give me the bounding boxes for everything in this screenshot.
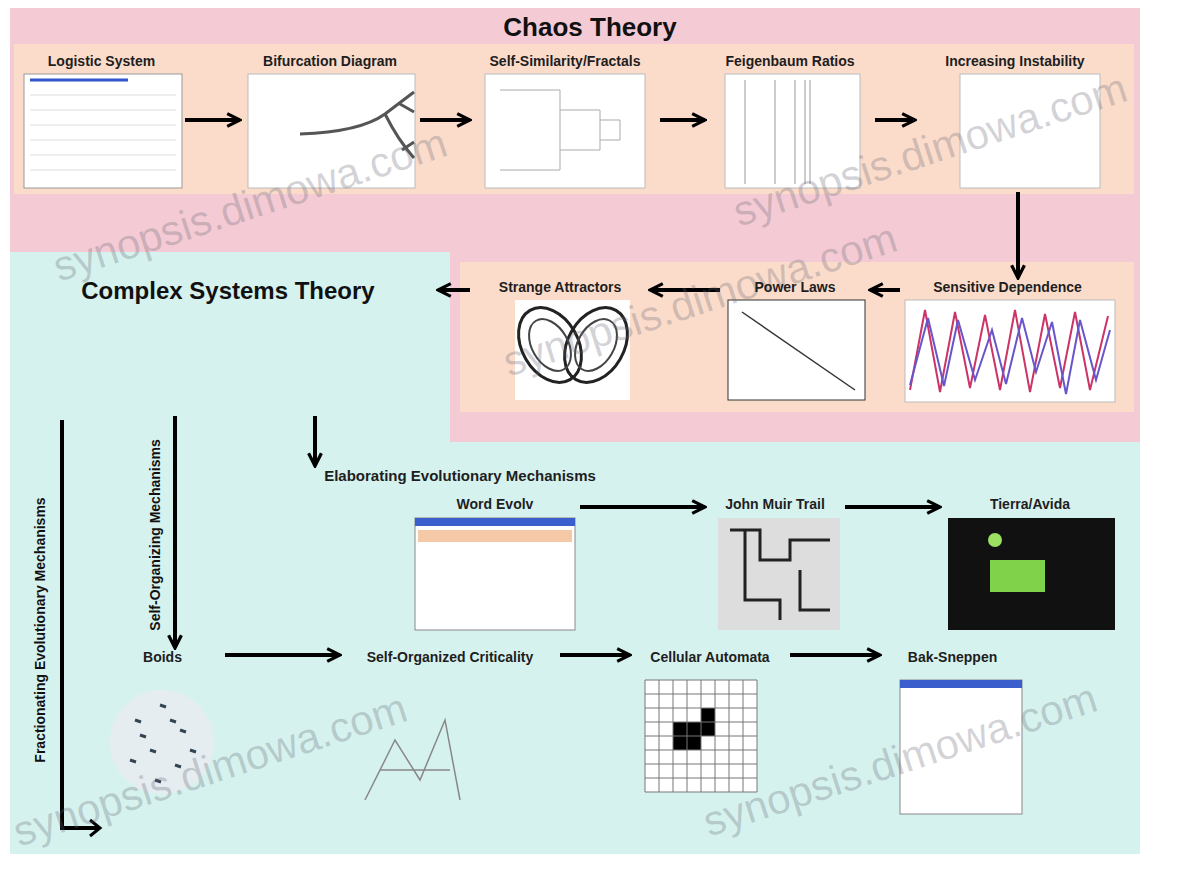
screenshot (415, 518, 575, 630)
chaos-step: Self-Similarity/Fractals (470, 52, 660, 192)
plot-area (728, 300, 865, 400)
flow-arrow (438, 288, 470, 292)
flow-arrow (875, 118, 915, 122)
node-title: Complex Systems Theory (18, 276, 438, 306)
chaos-step: Strange Attractors (470, 278, 650, 403)
node-title: Sensitive Dependence (900, 278, 1115, 296)
chaos-step: Sensitive Dependence (900, 278, 1115, 403)
trajectory (910, 310, 1108, 392)
chaos-step: Bifurcation Diagram (240, 52, 420, 192)
flow-arrow (313, 416, 317, 466)
node-title: Self-Similarity/Fractals (470, 52, 660, 70)
flow-arrow (173, 416, 177, 648)
flow-arrow (560, 653, 630, 657)
ca-grid (645, 680, 757, 792)
chaos-step: Logistic System (18, 52, 185, 192)
chaos-step: Power Laws (720, 278, 870, 403)
node-title: Bifurcation Diagram (240, 52, 420, 70)
model-step: Cellular Automata (630, 648, 790, 798)
screenshot-bar (30, 79, 128, 82)
vertical-label: Fractionating Evolutionary Mechanisms (32, 497, 48, 762)
node-title: Bak-Sneppen (880, 648, 1025, 666)
fractionating-arrow (62, 420, 98, 828)
flow-arrow (790, 653, 880, 657)
node-title: Tierra/Avida (940, 495, 1120, 513)
node-title: Strange Attractors (470, 278, 650, 296)
flow-arrow (660, 118, 705, 122)
simulation-screen (948, 518, 1115, 630)
screenshot-bar (415, 518, 575, 526)
section-heading: Complex Systems Theory (18, 276, 438, 416)
screenshot-row (418, 530, 572, 542)
node-title: Cellular Automata (630, 648, 790, 666)
chaos-step: Increasing Instability (915, 52, 1115, 192)
model-step: Boids (100, 648, 225, 818)
screenshot (24, 74, 182, 188)
chaos-step: Feigenbaum Ratios (705, 52, 875, 192)
ca-cell (673, 722, 715, 736)
model-step: Self-Organized Criticality (340, 648, 560, 818)
trajectory (910, 318, 1110, 394)
node-title: Elaborating Evolutionary Mechanisms (270, 466, 650, 486)
flow-arrow (870, 288, 900, 292)
node-title: Power Laws (720, 278, 870, 296)
vertical-label: Self-Organizing Mechanisms (147, 439, 163, 630)
screenshot-bar (900, 680, 1022, 688)
model-step: Tierra/Avida (940, 495, 1120, 635)
organism-block (990, 560, 1045, 592)
node-title: Feigenbaum Ratios (705, 52, 875, 70)
flow-arrow (185, 118, 240, 122)
diagram-title: Chaos Theory (0, 12, 1180, 43)
fractal-shape (500, 90, 620, 170)
node-title: Logistic System (18, 52, 185, 70)
model-step: Word Evolv (410, 495, 580, 635)
node-title: Increasing Instability (915, 52, 1115, 70)
flow-arrow (1016, 192, 1020, 278)
plot-area (905, 300, 1115, 402)
node-title: Word Evolv (410, 495, 580, 513)
power-line (742, 312, 855, 390)
node-title: Self-Organized Criticality (340, 648, 560, 666)
model-step: Bak-Sneppen (880, 648, 1025, 818)
ca-cell (701, 708, 715, 722)
model-step: John Muir Trail (705, 495, 845, 635)
trail-path (730, 530, 830, 620)
fractal-area (485, 74, 645, 188)
trail-map (718, 518, 840, 630)
node-title: Boids (100, 648, 225, 666)
screenshot-rows (30, 95, 176, 170)
section-heading: Elaborating Evolutionary Mechanisms (270, 466, 650, 490)
organism-dot (988, 533, 1002, 547)
node-title: John Muir Trail (705, 495, 845, 513)
flow-arrow (580, 505, 705, 509)
flow-arrow (845, 505, 940, 509)
flow-arrow (225, 653, 340, 657)
ca-grid-ground (645, 680, 757, 792)
